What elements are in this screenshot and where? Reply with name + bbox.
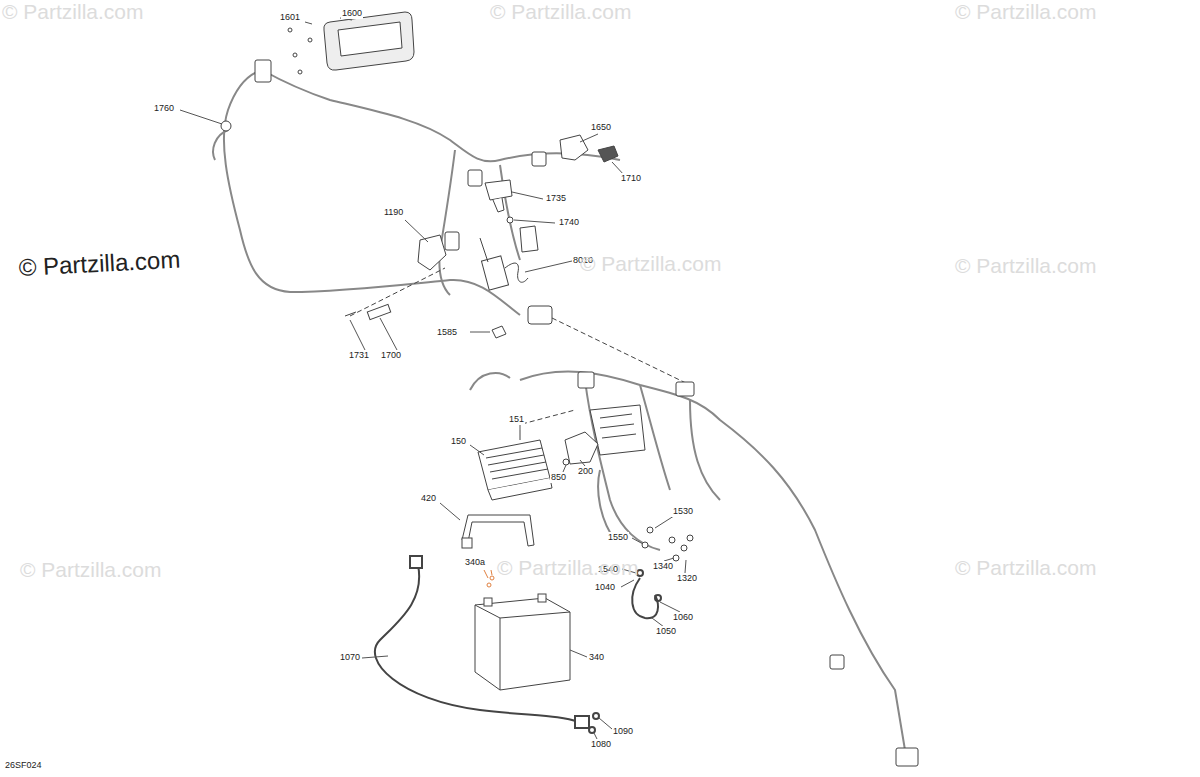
callout-number: 151 — [508, 414, 525, 425]
callout-number: 150 — [450, 436, 467, 447]
fastener — [642, 527, 693, 561]
callout-number: 340a — [464, 557, 486, 568]
callout-number: 1740 — [558, 217, 580, 228]
watermark: © Partzilla.com — [955, 556, 1097, 580]
callout-number: 420 — [420, 493, 437, 504]
watermark: © Partzilla.com — [490, 0, 632, 24]
wiring-harness — [470, 372, 905, 750]
callout-number: 1731 — [348, 350, 370, 361]
callout-number: 1530 — [672, 506, 694, 517]
callout-number: 1735 — [545, 193, 567, 204]
battery-cable — [375, 556, 661, 733]
callout-number: 1700 — [380, 350, 402, 361]
callout-number: 1090 — [612, 726, 634, 737]
callout-number: 1320 — [676, 573, 698, 584]
callout-number: 850 — [550, 472, 567, 483]
callout-number: 1050 — [655, 626, 677, 637]
callout-number: 340 — [588, 652, 605, 663]
callout-number: 1550 — [607, 532, 629, 543]
callout-number: 1060 — [672, 612, 694, 623]
watermark: © Partzilla.com — [580, 252, 722, 276]
coil-resistor — [480, 238, 528, 290]
watermark: © Partzilla.com — [2, 0, 144, 24]
relay — [563, 432, 598, 465]
callout-number: 1190 — [383, 207, 404, 218]
switch — [418, 135, 618, 270]
callout-number: 1040 — [594, 582, 616, 593]
battery-strap — [462, 515, 534, 548]
callout-number: 1340 — [652, 561, 674, 572]
small-part — [345, 304, 506, 338]
callout-number: 1650 — [590, 122, 612, 133]
callout-number: 1600 — [341, 8, 363, 19]
watermark: © Partzilla.com — [18, 246, 181, 282]
watermark: © Partzilla.com — [497, 556, 639, 580]
callout-number: 1760 — [153, 103, 175, 114]
voltage-regulator — [478, 430, 552, 500]
callout-number: 1585 — [436, 327, 458, 338]
callout-number: 200 — [577, 466, 594, 477]
watermark: © Partzilla.com — [20, 558, 162, 582]
wiring-harness — [213, 70, 620, 315]
gauge-display — [288, 12, 414, 74]
connector — [221, 60, 552, 324]
watermark: © Partzilla.com — [955, 0, 1097, 24]
callout-number: 1080 — [590, 739, 612, 750]
callout-number: 1070 — [339, 652, 361, 663]
callout-number: 1601 — [279, 12, 301, 23]
callout-number: 1710 — [620, 173, 642, 184]
alignment-line — [350, 268, 690, 424]
leader-line — [180, 18, 686, 741]
battery — [475, 576, 570, 690]
diagram-code: 26SF024 — [4, 760, 43, 771]
watermark: © Partzilla.com — [955, 254, 1097, 278]
